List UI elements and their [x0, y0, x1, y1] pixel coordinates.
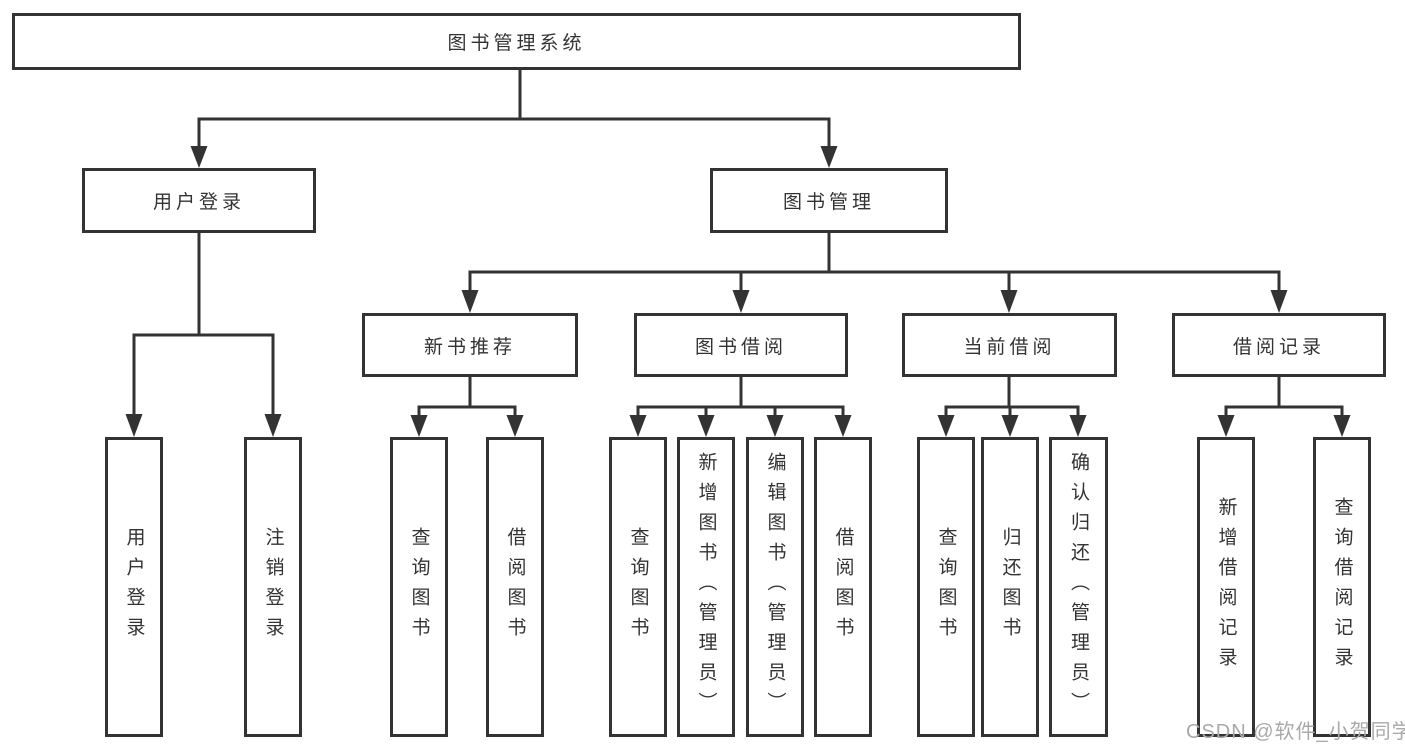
- node-borrowing-records: 借阅记录: [1172, 313, 1386, 377]
- leaf-logout: 注销登录: [244, 437, 302, 737]
- arrowhead-down-icon: [506, 415, 524, 437]
- arrowhead-down-icon: [937, 415, 955, 437]
- node-book-management-label: 图书管理: [782, 192, 875, 213]
- leaf-user-login: 用户登录: [105, 437, 163, 737]
- leaf-nb-borrow-books: 借阅图书: [486, 437, 544, 737]
- connector-book-borrowing-split: [629, 377, 852, 437]
- connector-new-book-recommend-split: [410, 377, 524, 437]
- connector-borrowing-records-split: [1217, 377, 1351, 437]
- node-current-borrowing-label: 当前借阅: [963, 336, 1056, 358]
- leaf-bb-edit-books-admin: 编辑图书（管理员）: [746, 437, 804, 737]
- node-current-borrowing: 当前借阅: [902, 313, 1117, 377]
- leaf-cb-query-books: 查询图书: [917, 437, 975, 737]
- node-root-label: 图书管理系统: [447, 33, 586, 54]
- node-book-borrowing-label: 图书借阅: [694, 336, 787, 358]
- arrowhead-down-icon: [1001, 415, 1019, 437]
- node-root-library-management-system: 图书管理系统: [12, 13, 1021, 70]
- node-book-borrowing: 图书借阅: [634, 313, 848, 377]
- node-user-login-label: 用户登录: [152, 192, 245, 213]
- arrowhead-down-icon: [1217, 415, 1235, 437]
- node-user-login: 用户登录: [82, 168, 316, 233]
- node-new-book-recommend: 新书推荐: [362, 313, 578, 377]
- arrowhead-down-icon: [461, 290, 479, 313]
- arrowhead-down-icon: [629, 415, 647, 437]
- leaf-cb-confirm-return-admin: 确认归还（管理员）: [1049, 437, 1108, 737]
- leaf-bb-borrow-books: 借阅图书: [814, 437, 872, 737]
- arrowhead-down-icon: [190, 146, 208, 168]
- arrowhead-down-icon: [410, 415, 428, 437]
- arrowhead-down-icon: [125, 414, 143, 437]
- leaf-cb-return-books: 归还图书: [981, 437, 1039, 737]
- arrowhead-down-icon: [697, 415, 715, 437]
- leaf-br-query-record: 查询借阅记录: [1313, 437, 1371, 737]
- arrowhead-down-icon: [1000, 290, 1018, 313]
- leaf-br-add-record: 新增借阅记录: [1197, 437, 1255, 737]
- leaf-nb-query-books: 查询图书: [390, 437, 448, 737]
- node-book-management: 图书管理: [710, 168, 948, 233]
- arrowhead-down-icon: [834, 415, 852, 437]
- leaf-bb-add-books-admin: 新增图书（管理员）: [677, 437, 735, 737]
- node-borrowing-records-label: 借阅记录: [1232, 336, 1325, 358]
- arrowhead-down-icon: [1333, 415, 1351, 437]
- arrowhead-down-icon: [820, 146, 838, 168]
- node-new-book-recommend-label: 新书推荐: [423, 336, 516, 358]
- arrowhead-down-icon: [732, 290, 750, 313]
- csdn-watermark: CSDN @软件_小贺同学: [1186, 721, 1405, 743]
- arrowhead-down-icon: [1270, 290, 1288, 313]
- arrowhead-down-icon: [766, 415, 784, 437]
- arrowhead-down-icon: [1069, 415, 1087, 437]
- arrowhead-down-icon: [264, 414, 282, 437]
- leaf-bb-query-books: 查询图书: [609, 437, 667, 737]
- connector-book-management-split: [461, 233, 1288, 313]
- connector-user-login-split: [125, 233, 282, 437]
- connector-current-borrowing-split: [937, 377, 1087, 437]
- connector-root-split: [190, 70, 838, 168]
